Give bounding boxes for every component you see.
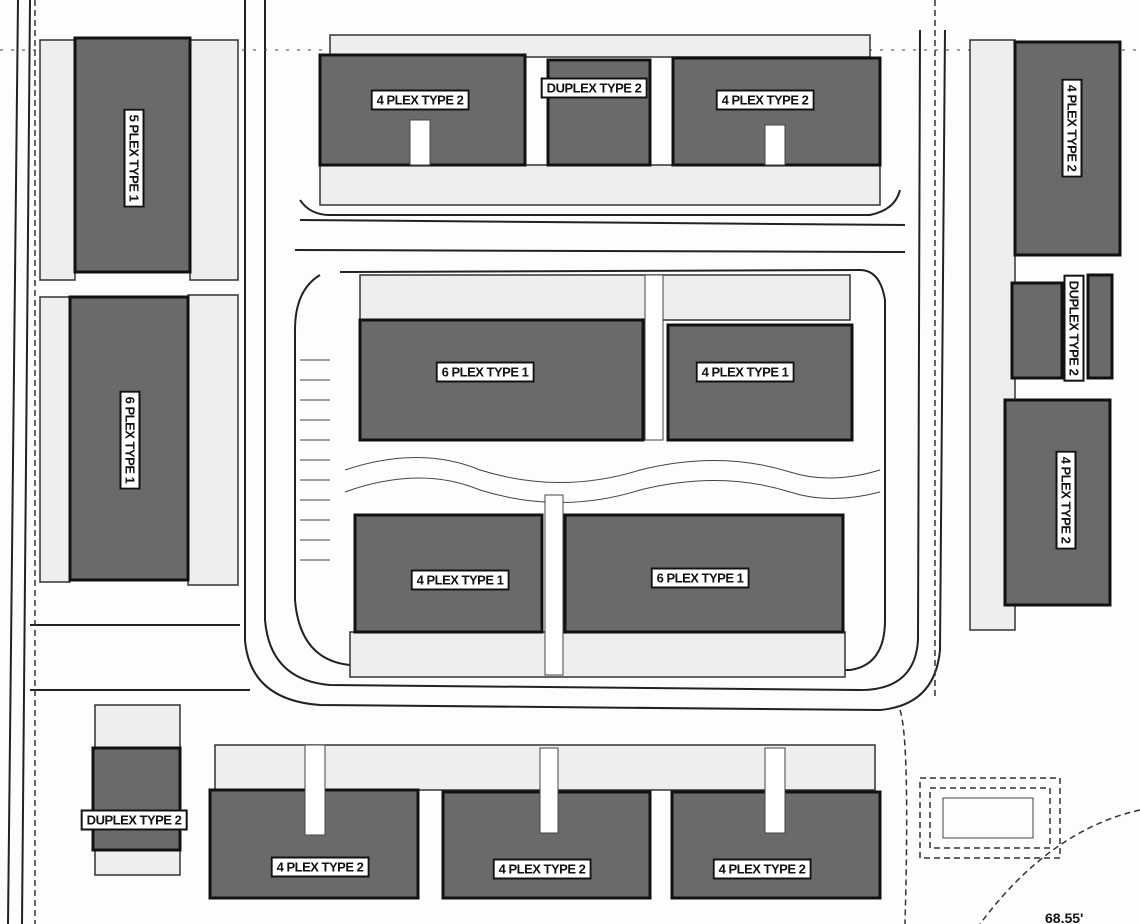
building-label: 4 PLEX TYPE 1 xyxy=(695,361,795,383)
building-label: 4 PLEX TYPE 2 xyxy=(712,858,812,880)
building-duplex-type2-southwest xyxy=(91,746,182,852)
building-duplex-type2-north xyxy=(546,58,652,167)
building-label: 4 PLEX TYPE 2 xyxy=(1061,78,1083,178)
building-label: 4 PLEX TYPE 1 xyxy=(410,569,510,591)
building-label: 6 PLEX TYPE 1 xyxy=(650,567,750,589)
building-label: 6 PLEX TYPE 1 xyxy=(435,361,535,383)
building-label: 4 PLEX TYPE 2 xyxy=(370,89,470,111)
building-label: DUPLEX TYPE 2 xyxy=(80,809,188,831)
building-duplex-type2-east-b xyxy=(1086,273,1114,380)
building-duplex-type2-east-a xyxy=(1010,281,1064,380)
building-label: DUPLEX TYPE 2 xyxy=(540,77,648,99)
building-label: 4 PLEX TYPE 2 xyxy=(1055,450,1077,550)
walkways xyxy=(304,119,786,836)
building-label: 6 PLEX TYPE 1 xyxy=(119,390,141,490)
building-label: 4 PLEX TYPE 2 xyxy=(270,856,370,878)
building-4plex-type1-center xyxy=(666,323,854,442)
building-label: 5 PLEX TYPE 1 xyxy=(123,108,145,208)
dimension-label: 68.55' xyxy=(1045,910,1084,924)
building-label: DUPLEX TYPE 2 xyxy=(1063,274,1085,382)
building-label: 4 PLEX TYPE 2 xyxy=(715,89,815,111)
building-label: 4 PLEX TYPE 2 xyxy=(492,858,592,880)
